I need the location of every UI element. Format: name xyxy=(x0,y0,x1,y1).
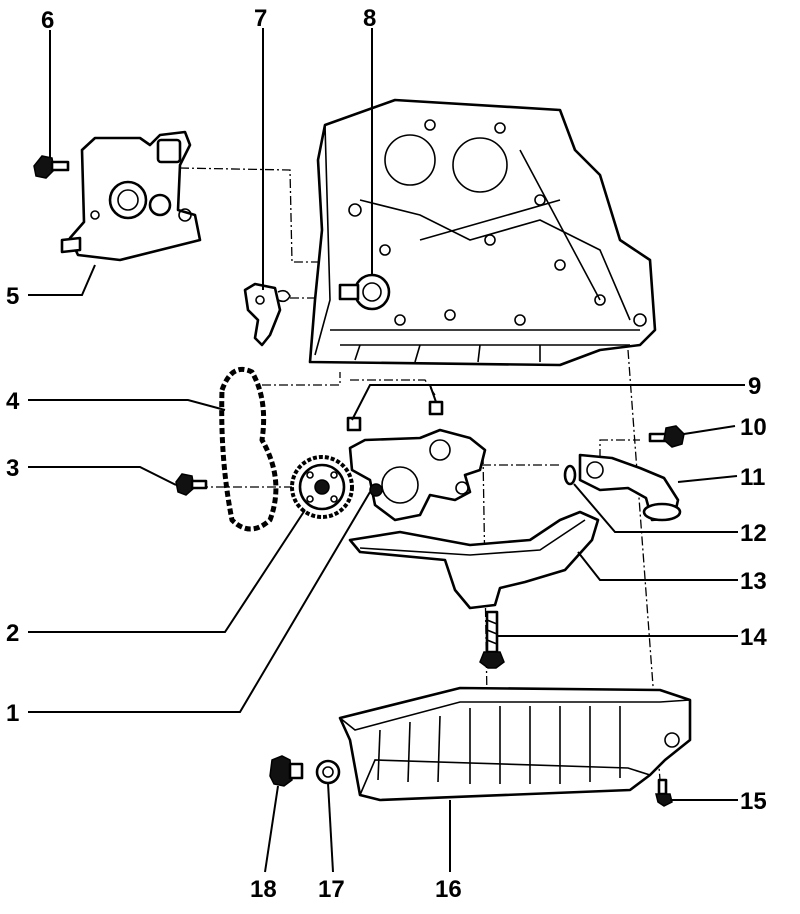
part-oil-pump xyxy=(346,400,487,522)
leader-lines xyxy=(28,28,745,873)
part-bolt-6 xyxy=(33,155,70,179)
part-o-ring-12 xyxy=(563,464,577,486)
part-bolt-14 xyxy=(479,610,505,669)
callout-17: 17 xyxy=(318,876,345,903)
part-chain-tensioner xyxy=(243,282,291,347)
part-bolt-3 xyxy=(175,473,208,496)
callout-11: 11 xyxy=(740,464,765,491)
part-pump-sprocket xyxy=(290,455,354,519)
callout-labels: 6 7 8 5 4 3 2 1 9 10 11 12 13 14 15 16 1… xyxy=(6,5,767,903)
callout-7: 7 xyxy=(254,5,267,32)
part-bolt-15 xyxy=(655,778,673,807)
callout-2: 2 xyxy=(6,620,19,647)
part-baffle-plate xyxy=(348,510,600,610)
part-oil-pan xyxy=(338,686,692,802)
callout-4: 4 xyxy=(6,388,20,415)
callout-5: 5 xyxy=(6,283,19,310)
callout-16: 16 xyxy=(435,876,462,903)
callout-10: 10 xyxy=(740,414,767,441)
callout-13: 13 xyxy=(740,568,767,595)
part-drain-plug xyxy=(269,755,304,787)
callout-1: 1 xyxy=(6,700,19,727)
callout-18: 18 xyxy=(250,876,277,903)
callout-9: 9 xyxy=(748,373,761,400)
part-drive-chain xyxy=(219,366,279,532)
callout-12: 12 xyxy=(740,520,767,547)
part-suction-pipe xyxy=(578,453,682,522)
part-timing-cover xyxy=(60,130,202,262)
callout-3: 3 xyxy=(6,455,19,482)
part-bolt-10 xyxy=(648,425,685,448)
callout-6: 6 xyxy=(41,7,54,34)
part-washer-17 xyxy=(315,759,341,785)
part-engine-block xyxy=(308,98,657,367)
callout-15: 15 xyxy=(740,788,767,815)
callout-14: 14 xyxy=(740,624,767,651)
callout-8: 8 xyxy=(363,5,376,32)
